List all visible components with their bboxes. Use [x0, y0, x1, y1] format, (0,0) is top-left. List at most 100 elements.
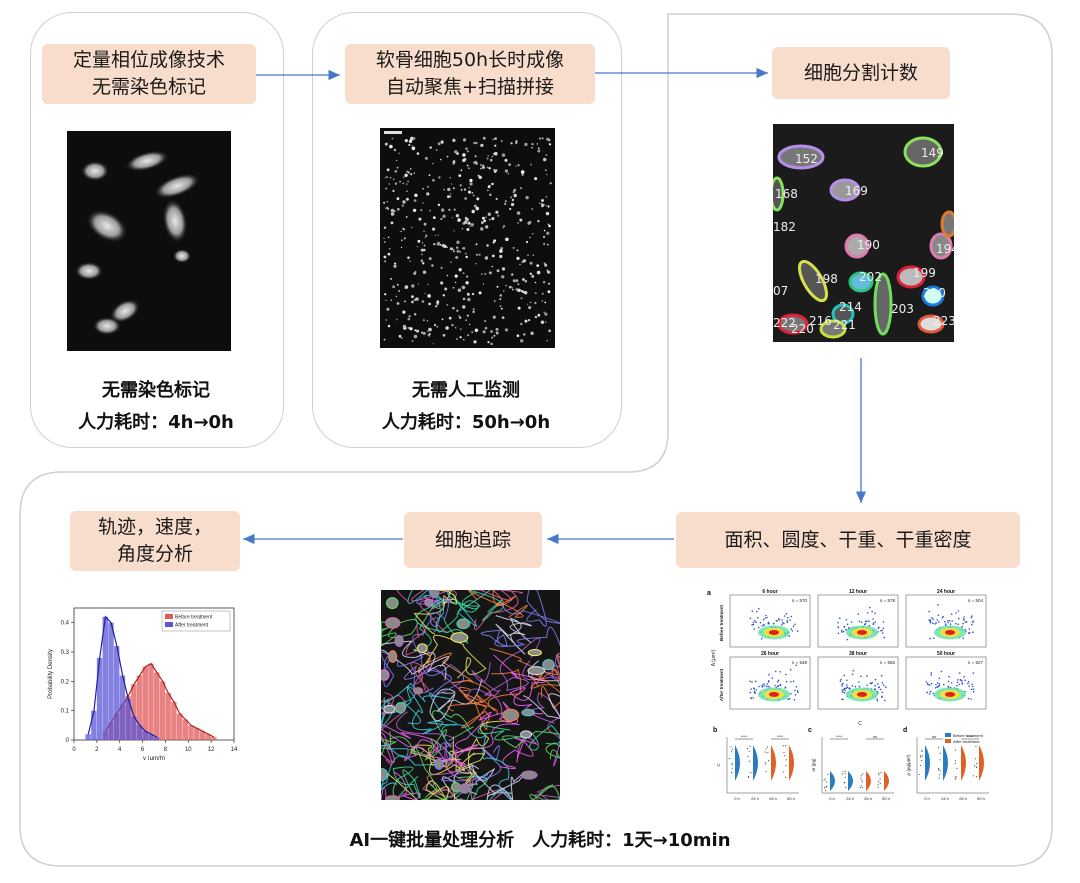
- scatter-point: [778, 619, 781, 621]
- scatter-point: [962, 637, 964, 640]
- scatter-point: [880, 674, 883, 677]
- cell-dot: [539, 202, 541, 204]
- cell-dot: [407, 180, 409, 183]
- cell-dot: [499, 249, 503, 253]
- cell-dot: [501, 153, 506, 157]
- cell-dot: [441, 141, 444, 144]
- scatter-point: [779, 671, 781, 673]
- scatter-point: [752, 697, 754, 699]
- cell-dot: [505, 237, 509, 241]
- scatter-point: [792, 625, 795, 627]
- cell-dot: [516, 256, 520, 260]
- trajectory: [477, 724, 560, 751]
- sig-label: ****: [967, 734, 974, 739]
- row-label: After treatment: [719, 668, 724, 701]
- cell-dot: [520, 339, 524, 343]
- density-core: [857, 691, 867, 697]
- scatter-point: [961, 680, 963, 682]
- scatter-point: [970, 616, 973, 619]
- violin-legend-label: After treatment: [953, 739, 980, 744]
- violin-point: [845, 770, 847, 772]
- violin-point: [747, 755, 749, 757]
- cell-dot: [541, 137, 544, 140]
- cell-dot: [517, 283, 520, 285]
- cell-dot: [493, 317, 495, 319]
- violin-xtick: 26 h: [864, 796, 872, 801]
- scatter-point: [848, 687, 850, 690]
- sig-label: ns: [873, 734, 877, 739]
- cell-dot: [469, 178, 473, 183]
- cell-dot: [517, 306, 521, 310]
- cell-dot: [499, 294, 502, 297]
- cell-dot: [528, 220, 532, 224]
- violin-point: [730, 746, 732, 748]
- tracked-cell: [450, 632, 469, 643]
- cell-dot: [466, 150, 469, 153]
- cell-dot: [458, 315, 460, 317]
- scatter-point: [852, 669, 855, 672]
- scatter-point: [943, 683, 945, 686]
- violin-point: [920, 759, 923, 762]
- cell-id: 152: [795, 152, 818, 166]
- cell-dot: [422, 187, 425, 190]
- cell-dot: [459, 184, 462, 187]
- scatter-point: [761, 625, 763, 627]
- cell-dot: [480, 167, 482, 170]
- cell-dot: [411, 146, 416, 151]
- cell-dot: [386, 176, 388, 178]
- scatter-point: [963, 675, 965, 678]
- cell-dot: [549, 182, 552, 185]
- cell-dot: [510, 142, 513, 145]
- scatter-point: [885, 686, 887, 688]
- scatter-point: [837, 621, 839, 624]
- scatter-point: [963, 616, 965, 618]
- cell-dot: [474, 155, 477, 158]
- scatter-point: [883, 636, 886, 639]
- trajectory: [406, 686, 458, 735]
- violin-point: [767, 759, 770, 762]
- cell-dot: [532, 254, 535, 256]
- cell-dot: [486, 157, 489, 160]
- violin-point: [766, 746, 769, 748]
- x-tick-label: 2: [95, 747, 99, 753]
- y-tick-label: 0.3: [61, 650, 70, 656]
- violin-point: [974, 765, 976, 767]
- subplot-title: 12 hour: [849, 589, 867, 595]
- scatter-point: [760, 637, 763, 640]
- cell-dot: [469, 323, 471, 325]
- cell-id: 223: [933, 314, 954, 328]
- segmentation-image: 152 149 168 169 182 190 194 07 198 202 1…: [773, 124, 954, 342]
- cell-dot: [524, 279, 528, 283]
- violin-point: [765, 771, 767, 773]
- scatter-point: [947, 680, 950, 683]
- cell-dot: [499, 298, 502, 300]
- scatter-point: [845, 687, 848, 689]
- cell-dot: [512, 246, 515, 249]
- cell-dot: [470, 223, 474, 227]
- violin-point: [731, 767, 733, 769]
- cell-dot: [402, 200, 406, 204]
- cell-dot: [546, 269, 549, 272]
- cell-dot: [493, 170, 497, 173]
- scatter-point: [964, 679, 966, 682]
- scatter-point: [869, 682, 871, 685]
- step4-tag: 面积、圆度、干重、干重密度: [676, 512, 1020, 568]
- trajectory: [405, 622, 431, 693]
- trajectory: [403, 646, 465, 697]
- cell-dot: [408, 315, 411, 318]
- cell-dot: [534, 292, 537, 295]
- scatter-point: [792, 680, 795, 683]
- step6-tag: 轨迹，速度， 角度分析: [70, 511, 240, 571]
- hist-bar: [165, 693, 171, 740]
- cell-dot: [435, 149, 438, 151]
- cell-dot: [513, 193, 517, 198]
- hist-bar: [148, 734, 154, 740]
- scatter-point: [930, 672, 933, 674]
- scatter-point: [949, 623, 952, 625]
- violin-half: [848, 771, 853, 791]
- cell-dot: [517, 222, 519, 224]
- scatter-point: [932, 618, 934, 620]
- cell-dot: [493, 168, 495, 171]
- trajectory: [414, 634, 487, 679]
